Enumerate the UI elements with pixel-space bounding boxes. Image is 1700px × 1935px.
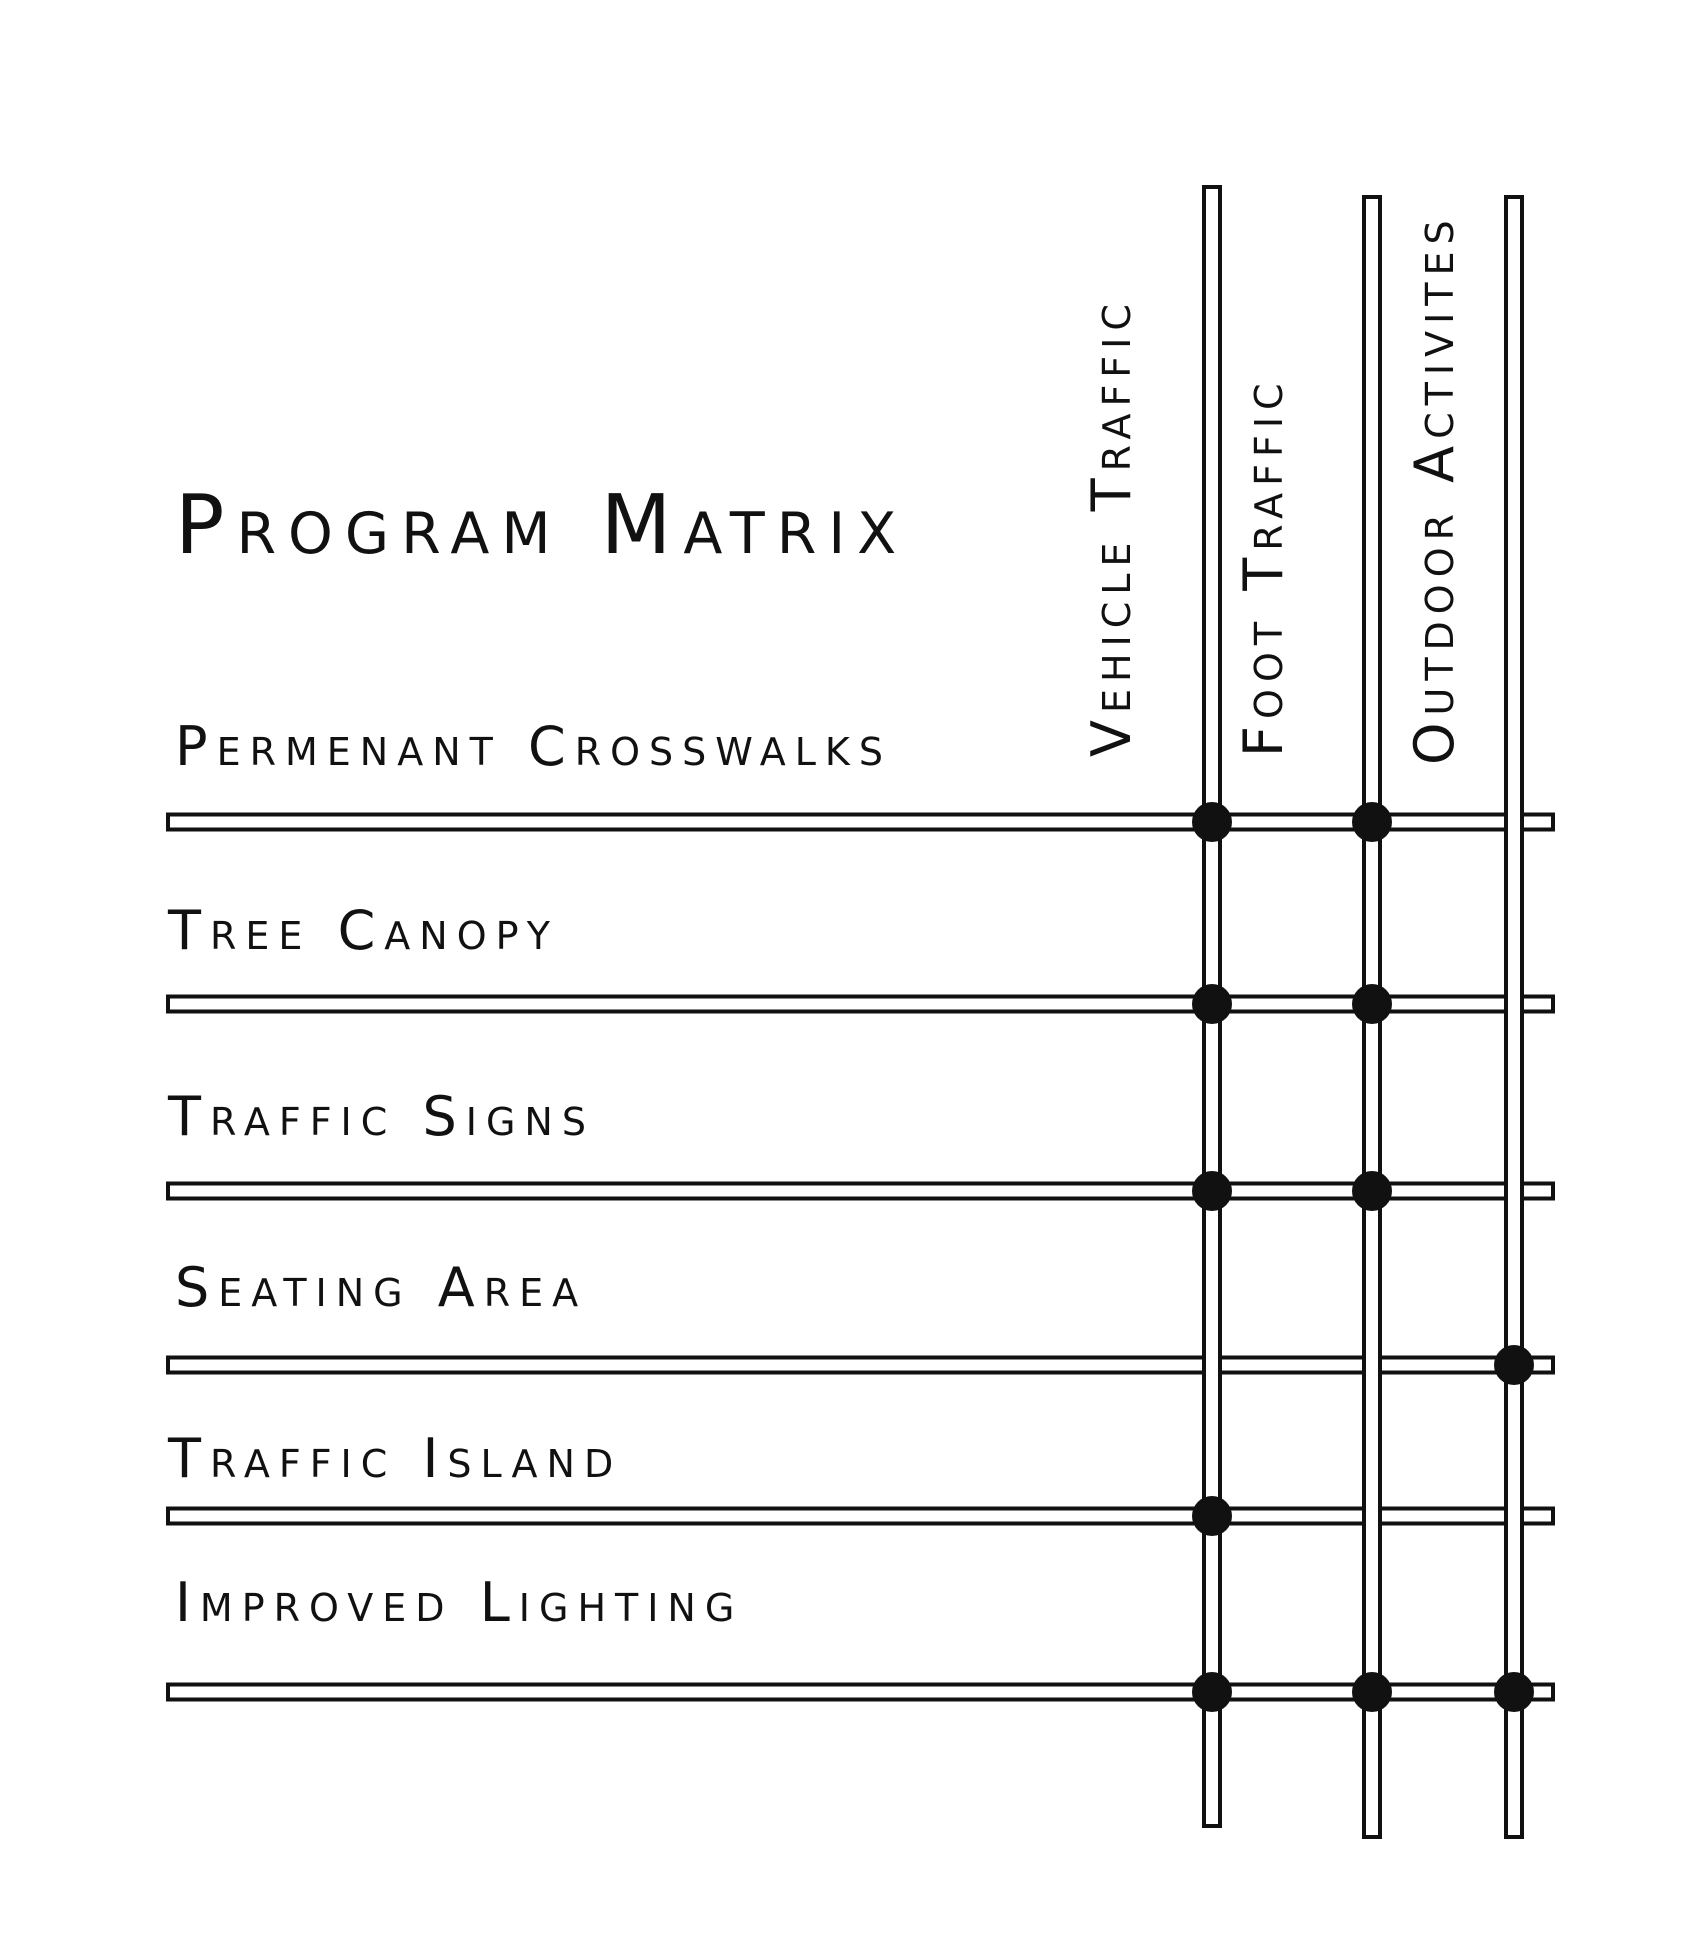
dot-improved-lighting-foot	[1352, 1672, 1392, 1712]
dot-improved-lighting-outdoor	[1494, 1672, 1534, 1712]
dot-traffic-island-vehicle	[1192, 1496, 1232, 1536]
dot-permenant-crosswalks-foot	[1352, 802, 1392, 842]
row-bar-traffic-signs	[166, 1181, 1555, 1201]
dot-permenant-crosswalks-vehicle	[1192, 802, 1232, 842]
row-label-traffic-island: Traffic Island	[167, 1427, 622, 1490]
dot-traffic-signs-vehicle	[1192, 1171, 1232, 1211]
column-label-foot: Foot Traffic	[1232, 376, 1295, 757]
column-bar-outdoor	[1504, 195, 1524, 1839]
row-bar-improved-lighting	[166, 1682, 1555, 1702]
row-label-improved-lighting: Improved Lighting	[175, 1571, 743, 1634]
dot-improved-lighting-vehicle	[1192, 1672, 1232, 1712]
row-label-traffic-signs: Traffic Signs	[167, 1085, 595, 1148]
dot-tree-canopy-vehicle	[1192, 984, 1232, 1024]
row-bar-seating-area	[166, 1355, 1555, 1375]
row-bar-tree-canopy	[166, 994, 1555, 1014]
row-label-seating-area: Seating Area	[175, 1256, 587, 1319]
dot-seating-area-outdoor	[1494, 1345, 1534, 1385]
row-label-permenant-crosswalks: Permenant Crosswalks	[175, 715, 892, 778]
matrix-title: Program Matrix	[175, 478, 908, 573]
column-label-vehicle: Vehicle Traffic	[1080, 297, 1143, 757]
row-label-tree-canopy: Tree Canopy	[167, 899, 559, 962]
column-label-outdoor: Outdoor Activites	[1403, 213, 1466, 765]
row-bar-traffic-island	[166, 1506, 1555, 1526]
dot-traffic-signs-foot	[1352, 1171, 1392, 1211]
intersection-dots	[1192, 802, 1534, 1712]
row-bar-permenant-crosswalks	[166, 812, 1555, 832]
column-labels: Vehicle Traffic Foot Traffic Outdoor Activ…	[1080, 213, 1466, 765]
dot-tree-canopy-foot	[1352, 984, 1392, 1024]
